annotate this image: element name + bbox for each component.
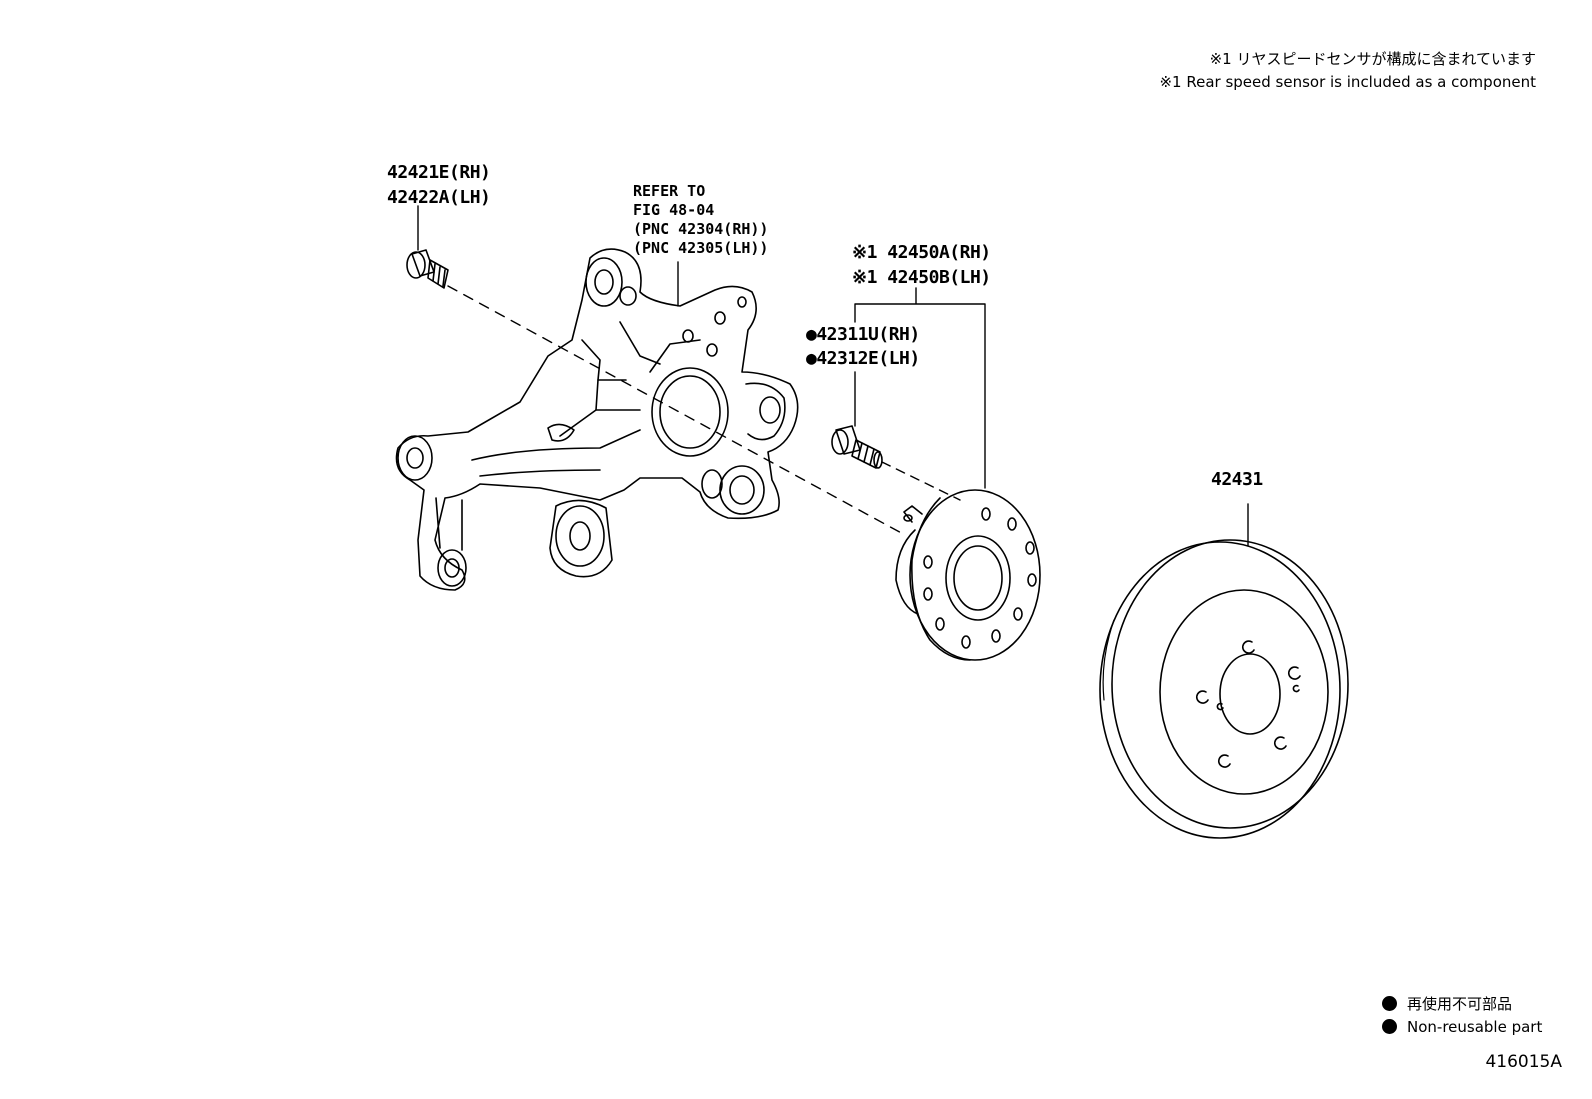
brake-disc — [1099, 539, 1349, 839]
knuckle-bolt — [406, 249, 449, 289]
legend-en-text: Non-reusable part — [1407, 1018, 1543, 1036]
stud-alignment-line — [881, 461, 961, 501]
figure-number: 416015A — [1485, 1052, 1562, 1072]
hub-bracket-leader — [854, 287, 986, 489]
label-stud-lh[interactable]: ●42312E(LH) — [806, 348, 920, 369]
label-disc[interactable]: 42431 — [1211, 469, 1263, 490]
legend-jp-text: 再使用不可部品 — [1407, 995, 1513, 1013]
label-refer-line1: REFER TO — [633, 182, 706, 200]
label-bolt-rh[interactable]: 42421E(RH) — [387, 162, 491, 183]
legend-jp: 再使用不可部品 — [1382, 993, 1512, 1014]
label-refer-line3: (PNC 42304(RH)) — [633, 220, 769, 238]
label-refer-line4: (PNC 42305(LH)) — [633, 239, 769, 257]
note-en: ※1 Rear speed sensor is included as a co… — [1159, 73, 1536, 91]
non-reusable-dot-icon — [1382, 1019, 1397, 1034]
hub-bearing-assembly — [895, 489, 1041, 661]
bolt-alignment-line — [447, 285, 906, 536]
note-jp: ※1 リヤスピードセンサが構成に含まれています — [1209, 50, 1536, 68]
label-refer-line2[interactable]: FIG 48-04 — [633, 201, 715, 219]
steering-knuckle — [395, 248, 799, 591]
label-hub-rh[interactable]: ※1 42450A(RH) — [852, 242, 991, 263]
label-hub-lh[interactable]: ※1 42450B(LH) — [852, 267, 991, 288]
hub-stud — [831, 425, 883, 469]
non-reusable-dot-icon — [1382, 996, 1397, 1011]
label-bolt-lh[interactable]: 42422A(LH) — [387, 187, 491, 208]
label-stud-rh[interactable]: ●42311U(RH) — [806, 324, 920, 345]
legend-en: Non-reusable part — [1382, 1018, 1542, 1036]
